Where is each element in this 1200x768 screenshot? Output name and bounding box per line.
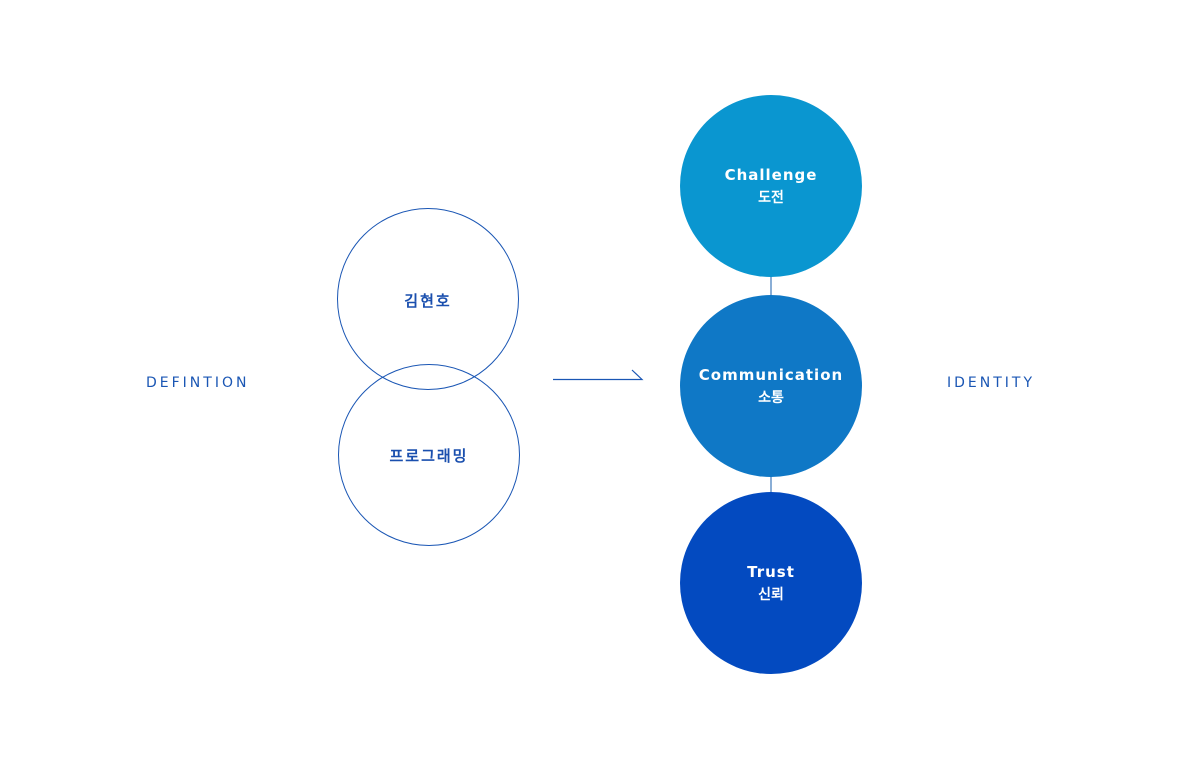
programming-circle: [338, 364, 520, 546]
communication-subtitle: 소통: [758, 389, 784, 406]
trust-circle: Trust 신뢰: [680, 492, 862, 674]
connector-line: [770, 274, 772, 298]
challenge-subtitle: 도전: [758, 189, 784, 206]
challenge-title: Challenge: [724, 165, 818, 184]
communication-circle: Communication 소통: [680, 295, 862, 477]
trust-subtitle: 신뢰: [758, 586, 784, 603]
definition-label: DEFINTION: [146, 375, 250, 391]
programming-text: 프로그래밍: [389, 447, 469, 465]
name-text: 김현호: [404, 292, 452, 310]
connector-line: [770, 474, 772, 494]
trust-title: Trust: [747, 562, 795, 581]
identity-label: IDENTITY: [947, 375, 1036, 391]
communication-title: Communication: [698, 365, 844, 384]
right-arrow-icon: [553, 369, 644, 381]
challenge-circle: Challenge 도전: [680, 95, 862, 277]
